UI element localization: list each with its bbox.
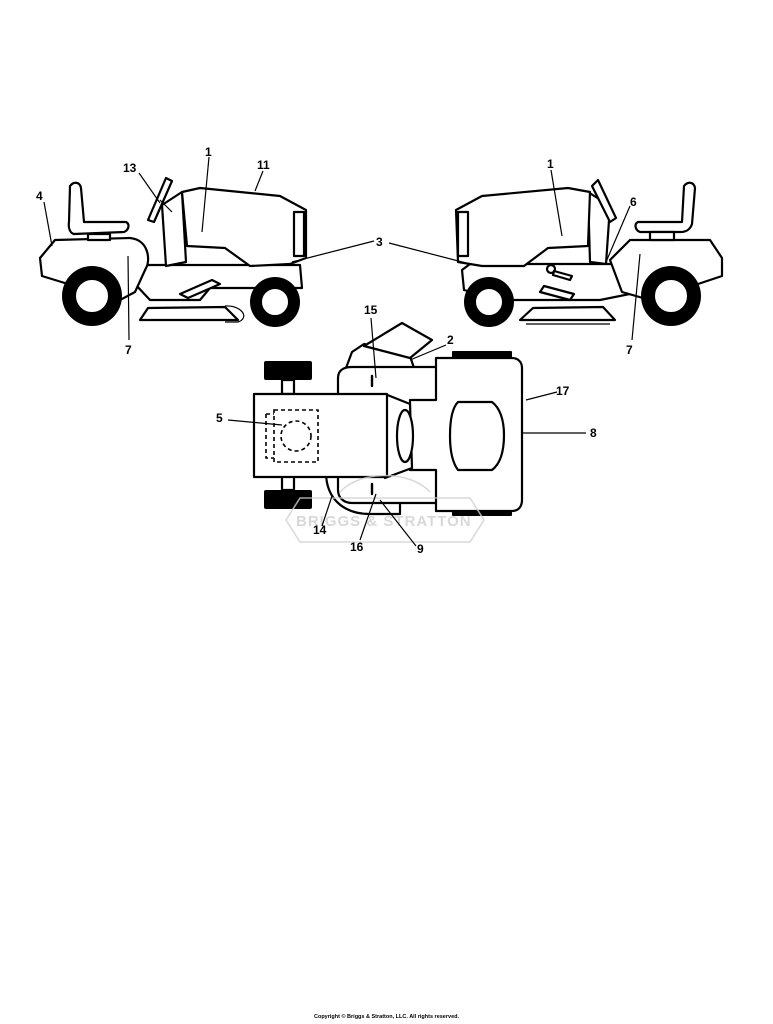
callout-13: 13 xyxy=(123,161,137,175)
copyright-notice: Copyright © Briggs & Stratton, LLC. All … xyxy=(313,1014,460,1020)
callout-7-left: 7 xyxy=(125,343,132,357)
callout-11: 11 xyxy=(257,158,270,172)
briggs-stratton-watermark: BRIGGS & STRATTON xyxy=(285,474,485,543)
callout-4: 4 xyxy=(36,189,43,203)
watermark-text: BRIGGS & STRATTON xyxy=(296,513,472,530)
callout-15: 15 xyxy=(364,303,378,317)
callout-numbers: 1 11 13 4 7 3 1 6 7 15 2 5 17 8 14 16 9 xyxy=(36,145,637,556)
tractor-right-side-view xyxy=(454,178,724,327)
callout-17: 17 xyxy=(556,384,570,398)
callout-8: 8 xyxy=(590,426,597,440)
callout-5: 5 xyxy=(216,411,223,425)
callout-1-right: 1 xyxy=(547,157,554,171)
callout-3: 3 xyxy=(376,235,383,249)
callout-9: 9 xyxy=(417,542,424,556)
callout-6: 6 xyxy=(630,195,637,209)
callout-16: 16 xyxy=(350,540,364,554)
leader-lines xyxy=(43,156,641,547)
tractor-top-view xyxy=(252,321,524,516)
callout-14: 14 xyxy=(313,523,327,537)
callout-1-left: 1 xyxy=(205,145,212,159)
tractor-left-side-view xyxy=(38,176,308,327)
callout-2: 2 xyxy=(447,333,454,347)
callout-7-right: 7 xyxy=(626,343,633,357)
